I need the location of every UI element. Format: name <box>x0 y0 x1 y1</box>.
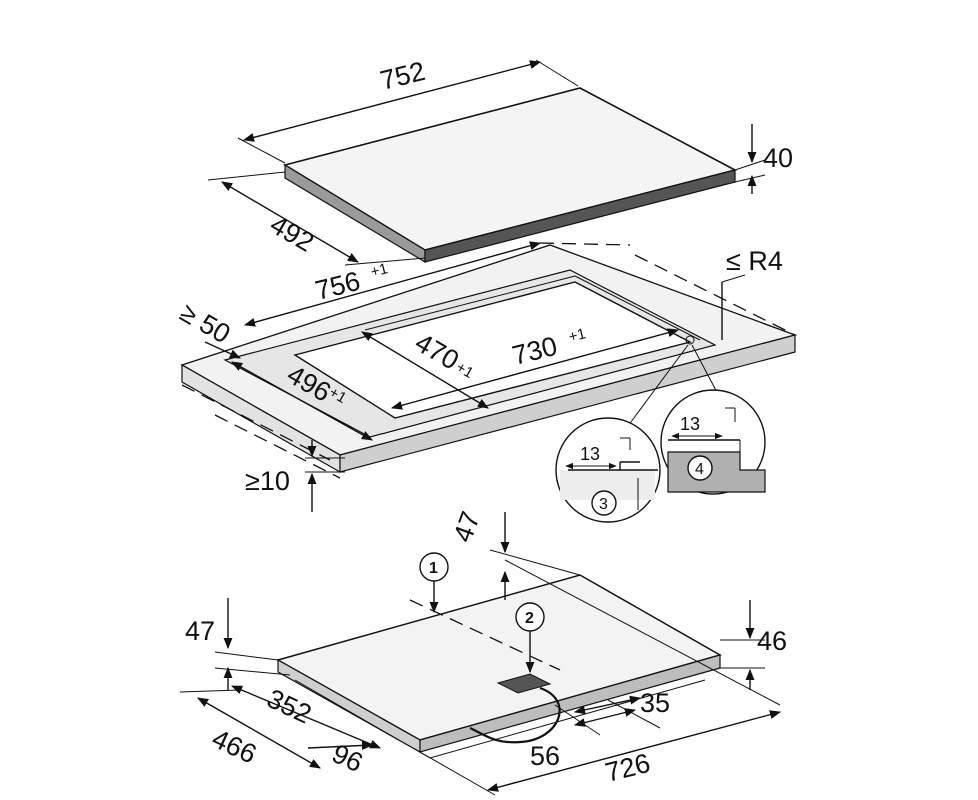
top-hob-panel <box>282 87 738 264</box>
dim-752-label: 752 <box>377 56 428 96</box>
dim-96: 96 <box>307 738 374 778</box>
worktop-dash-right <box>634 254 796 336</box>
detail-4: 13 4 <box>660 389 766 495</box>
dim-726-label: 726 <box>602 748 653 788</box>
detail-3-dimension: 13 <box>580 444 600 464</box>
dim-96-label: 96 <box>327 738 367 778</box>
dim-40-label: 40 <box>763 143 793 173</box>
dim-496-tolerance: +1 <box>326 384 349 407</box>
callout-1-label: 1 <box>429 560 438 577</box>
dim-radius-label: ≤ R4 <box>726 246 783 276</box>
callout-2-label: 2 <box>525 610 534 627</box>
dim-46: 46 <box>720 600 787 690</box>
dim-47-left: 47 <box>185 598 291 690</box>
detail-4-number: 4 <box>695 461 704 478</box>
dim-730-tolerance: +1 <box>567 325 588 346</box>
dim-40: 40 <box>734 124 793 194</box>
dim-clearance-10: ≥10 <box>245 440 345 512</box>
callout-1: 1 <box>419 552 449 614</box>
detail-4-dimension: 13 <box>680 414 700 434</box>
worktop-dash-left <box>181 384 331 461</box>
dim-47-left-label: 47 <box>185 616 215 646</box>
dim-46-label: 46 <box>757 626 787 656</box>
dim-492-label: 492 <box>265 209 319 258</box>
dim-352-label: 352 <box>262 683 316 729</box>
dim-56-label: 56 <box>530 741 560 771</box>
dim-radius: ≤ R4 <box>685 246 783 345</box>
callout-2: 2 <box>515 602 545 674</box>
leader-detail-3 <box>624 344 689 431</box>
dim-47-top-label: 47 <box>447 508 485 546</box>
dim-35-label: 35 <box>640 688 670 718</box>
dim-edge-50-label: ≥ 50 <box>175 297 235 349</box>
leader-detail-4 <box>691 344 721 399</box>
dim-756-label: 756 <box>312 266 363 306</box>
dim-756-tolerance: +1 <box>369 260 390 281</box>
detail-3-number: 3 <box>599 496 608 513</box>
detail-3: 13 3 <box>555 417 661 523</box>
dim-clearance-10-label: ≥10 <box>245 466 290 496</box>
bottom-hob <box>276 574 722 759</box>
worktop-dash-back <box>539 242 631 246</box>
dim-726-extension-right <box>504 559 781 706</box>
